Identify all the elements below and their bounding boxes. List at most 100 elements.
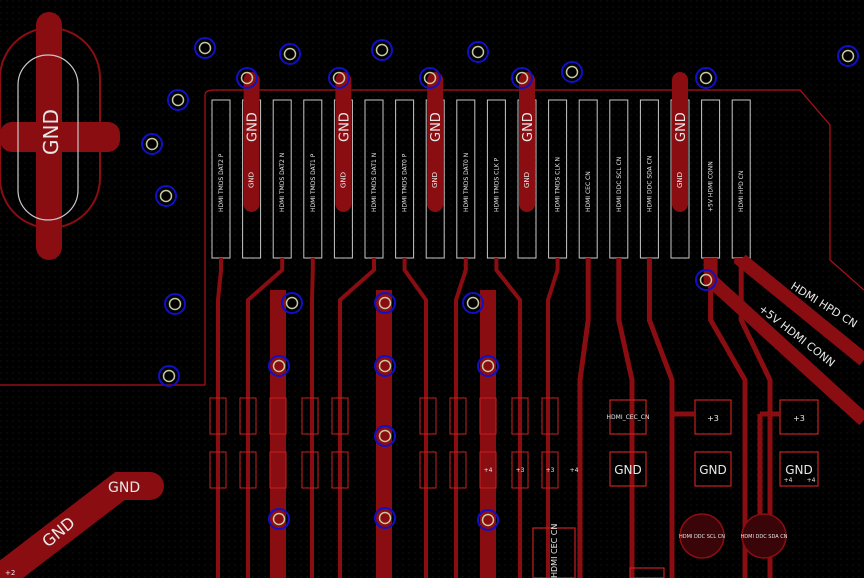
smd-pad-top-8[interactable] (479, 397, 497, 435)
gnd-trace-label-2: GND (108, 480, 140, 496)
smd-pad-bottom-7[interactable] (449, 451, 467, 489)
plus4-label-b: +4 (807, 477, 816, 484)
gnd-trace-bottom-left[interactable] (0, 472, 164, 578)
via-28[interactable] (477, 509, 499, 531)
gnd-big-label-3: GND (429, 112, 444, 142)
diff-trace-9[interactable] (454, 258, 468, 578)
via-2[interactable] (279, 43, 301, 65)
smd-pad-bottom-4[interactable] (301, 451, 319, 489)
diff-trace-10[interactable] (494, 258, 522, 578)
signal-trace-cec[interactable] (577, 258, 591, 578)
gnd-big-label-5: GND (674, 112, 689, 142)
pin-label-12: HDMI TMDS CLK N (555, 157, 562, 212)
pin-label-14: HDMI DDC SCL CN (616, 157, 623, 212)
smd-pad-top-2[interactable] (239, 397, 257, 435)
cec-bottom-pad[interactable]: HDMI CEC CN (532, 524, 576, 578)
smd-pad-top-6[interactable] (419, 397, 437, 435)
plus3-pad-2[interactable]: +3 (779, 399, 819, 435)
ddc-sda-tp-label: HDMI DDC SDA CN (741, 534, 788, 540)
smd-pad-bottom-8[interactable] (479, 451, 497, 489)
via-15[interactable] (695, 269, 717, 291)
signal-trace-hpd[interactable] (738, 258, 773, 578)
corner-plus2-label: +2 (5, 569, 15, 577)
via-14[interactable] (695, 67, 717, 89)
smd-sub-label-3: +3 (546, 467, 555, 474)
gnd-pad-3[interactable]: GND +4 +4 (779, 451, 819, 487)
via-10[interactable] (236, 67, 258, 89)
smd-pad-bottom-6[interactable] (419, 451, 437, 489)
connector-pin-2[interactable]: GND (242, 72, 262, 259)
smd-pad-bottom-10[interactable] (541, 451, 559, 489)
via-5[interactable] (561, 61, 583, 83)
mounting-hole[interactable]: GND (0, 12, 120, 260)
ddc-sda-test-point[interactable]: HDMI DDC SDA CN (741, 513, 788, 559)
smd-pad-top-9[interactable] (511, 397, 529, 435)
plus3-pad-1[interactable]: +3 (694, 399, 732, 435)
via-19[interactable] (462, 292, 484, 314)
via-4[interactable] (467, 41, 489, 63)
smd-pads: +4+3+3+4 (209, 397, 579, 489)
gnd-mounting-label: GND (39, 109, 63, 155)
gnd-pad-2[interactable]: GND (694, 451, 732, 487)
smd-pad-bottom-5[interactable] (331, 451, 349, 489)
diff-trace-4[interactable] (310, 258, 315, 578)
connector-pin-5[interactable]: GND (333, 72, 353, 259)
connector-pin-8[interactable]: GND (425, 72, 445, 259)
gnd-pad-1[interactable]: GND (609, 451, 647, 487)
via-8[interactable] (155, 185, 177, 207)
via-27[interactable] (374, 507, 396, 529)
pin-label-6: HDMI TMDS DAT1 N (371, 153, 378, 212)
plus4-label-a: +4 (784, 477, 793, 484)
pin-label-5: GND (339, 172, 347, 188)
smd-pad-top-1[interactable] (209, 397, 227, 435)
pin-label-8: GND (431, 172, 439, 188)
cec-pad-label: HDMI_CEC_CN (607, 414, 650, 421)
via-22[interactable] (374, 355, 396, 377)
smd-pad-bottom-1[interactable] (209, 451, 227, 489)
connector-pin-16[interactable]: GND (670, 72, 690, 259)
via-13[interactable] (511, 67, 533, 89)
via-9[interactable] (837, 45, 859, 67)
plus5v-trace[interactable] (703, 258, 864, 426)
gnd-big-label-1: GND (246, 112, 261, 142)
signal-trace-scl[interactable] (616, 258, 635, 578)
diff-trace-12[interactable] (546, 258, 560, 578)
smd-pad-top-7[interactable] (449, 397, 467, 435)
diff-trace-7[interactable] (402, 258, 428, 578)
smd-sub-label-1: +4 (484, 467, 493, 474)
via-26[interactable] (268, 508, 290, 530)
via-21[interactable] (268, 355, 290, 377)
via-20[interactable] (158, 365, 180, 387)
via-6[interactable] (167, 89, 189, 111)
smd-pad-top-5[interactable] (331, 397, 349, 435)
smd-pad-bottom-3[interactable] (269, 451, 287, 489)
bottom-right-pad[interactable] (629, 567, 665, 578)
via-7[interactable] (141, 133, 163, 155)
via-3[interactable] (371, 39, 393, 61)
via-17[interactable] (281, 292, 303, 314)
via-18[interactable] (374, 292, 396, 314)
smd-sub-label-4: +4 (570, 467, 579, 474)
smd-pad-bottom-2[interactable] (239, 451, 257, 489)
ddc-scl-test-point[interactable]: HDMI DDC SCL CN (679, 513, 725, 559)
hpd-trace[interactable] (734, 254, 864, 366)
connector-pin-11[interactable]: GND (517, 72, 537, 259)
diff-trace-1[interactable] (216, 258, 223, 578)
via-24[interactable] (374, 425, 396, 447)
cec-test-pad[interactable]: HDMI_CEC_CN (607, 399, 650, 435)
pin-label-4: HDMI TMDS DAT1 P (310, 153, 317, 212)
via-11[interactable] (328, 67, 350, 89)
via-12[interactable] (419, 67, 441, 89)
via-1[interactable] (194, 37, 216, 59)
diff-trace-3[interactable] (246, 258, 285, 578)
smd-pad-top-3[interactable] (269, 397, 287, 435)
pin-label-18: HDMI HPD CN (738, 171, 745, 212)
board-outline (0, 89, 864, 386)
via-23[interactable] (477, 355, 499, 377)
smd-pad-top-4[interactable] (301, 397, 319, 435)
smd-pad-bottom-9[interactable] (511, 451, 529, 489)
smd-pad-top-10[interactable] (541, 397, 559, 435)
via-16[interactable] (164, 293, 186, 315)
diff-trace-6[interactable] (338, 258, 376, 578)
